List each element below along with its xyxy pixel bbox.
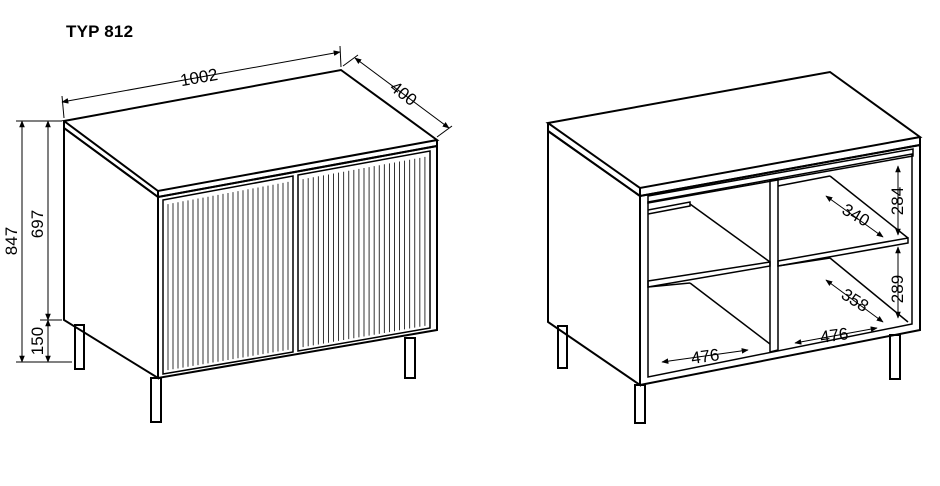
product-title: TYP 812 [66, 22, 134, 41]
right-shelf [777, 237, 909, 267]
right-door [297, 150, 431, 352]
cabinet-front [157, 144, 438, 380]
left-door [162, 175, 294, 375]
closed-cabinet [61, 68, 440, 423]
dimension-right-width: 476 [794, 324, 878, 347]
left-width-label: 476 [690, 345, 721, 368]
door-fluting [167, 156, 426, 371]
cabinet-legs [74, 324, 416, 423]
body-height-label: 697 [28, 210, 47, 238]
lower-height-label: 289 [888, 275, 907, 303]
dimension-heights: 847 697 150 [2, 120, 72, 363]
width-label: 1002 [179, 65, 220, 90]
dimension-lower-depth: 358 [825, 279, 884, 323]
cabinet-top [61, 68, 440, 193]
dimension-depth: 400 [342, 54, 453, 138]
upper-height-label: 284 [888, 187, 907, 215]
right-width-label: 476 [819, 324, 850, 347]
dimension-upper-depth: 340 [825, 195, 884, 238]
cabinet-side [63, 126, 159, 380]
lower-depth-label: 358 [838, 285, 872, 316]
open-cabinet [545, 70, 923, 424]
open-cabinet-side [547, 129, 641, 387]
depth-label: 400 [386, 77, 420, 109]
dimension-left-width: 476 [661, 345, 749, 368]
leg-height-label: 150 [28, 327, 47, 355]
left-shelf [647, 261, 771, 288]
dimension-upper-height: 284 [888, 165, 907, 236]
cabinet-opening [647, 153, 913, 378]
total-height-label: 847 [2, 227, 21, 255]
dimension-lower-height: 289 [888, 246, 907, 319]
open-cabinet-legs [557, 325, 901, 424]
dimension-width: 1002 [61, 45, 342, 119]
center-divider [769, 178, 779, 353]
